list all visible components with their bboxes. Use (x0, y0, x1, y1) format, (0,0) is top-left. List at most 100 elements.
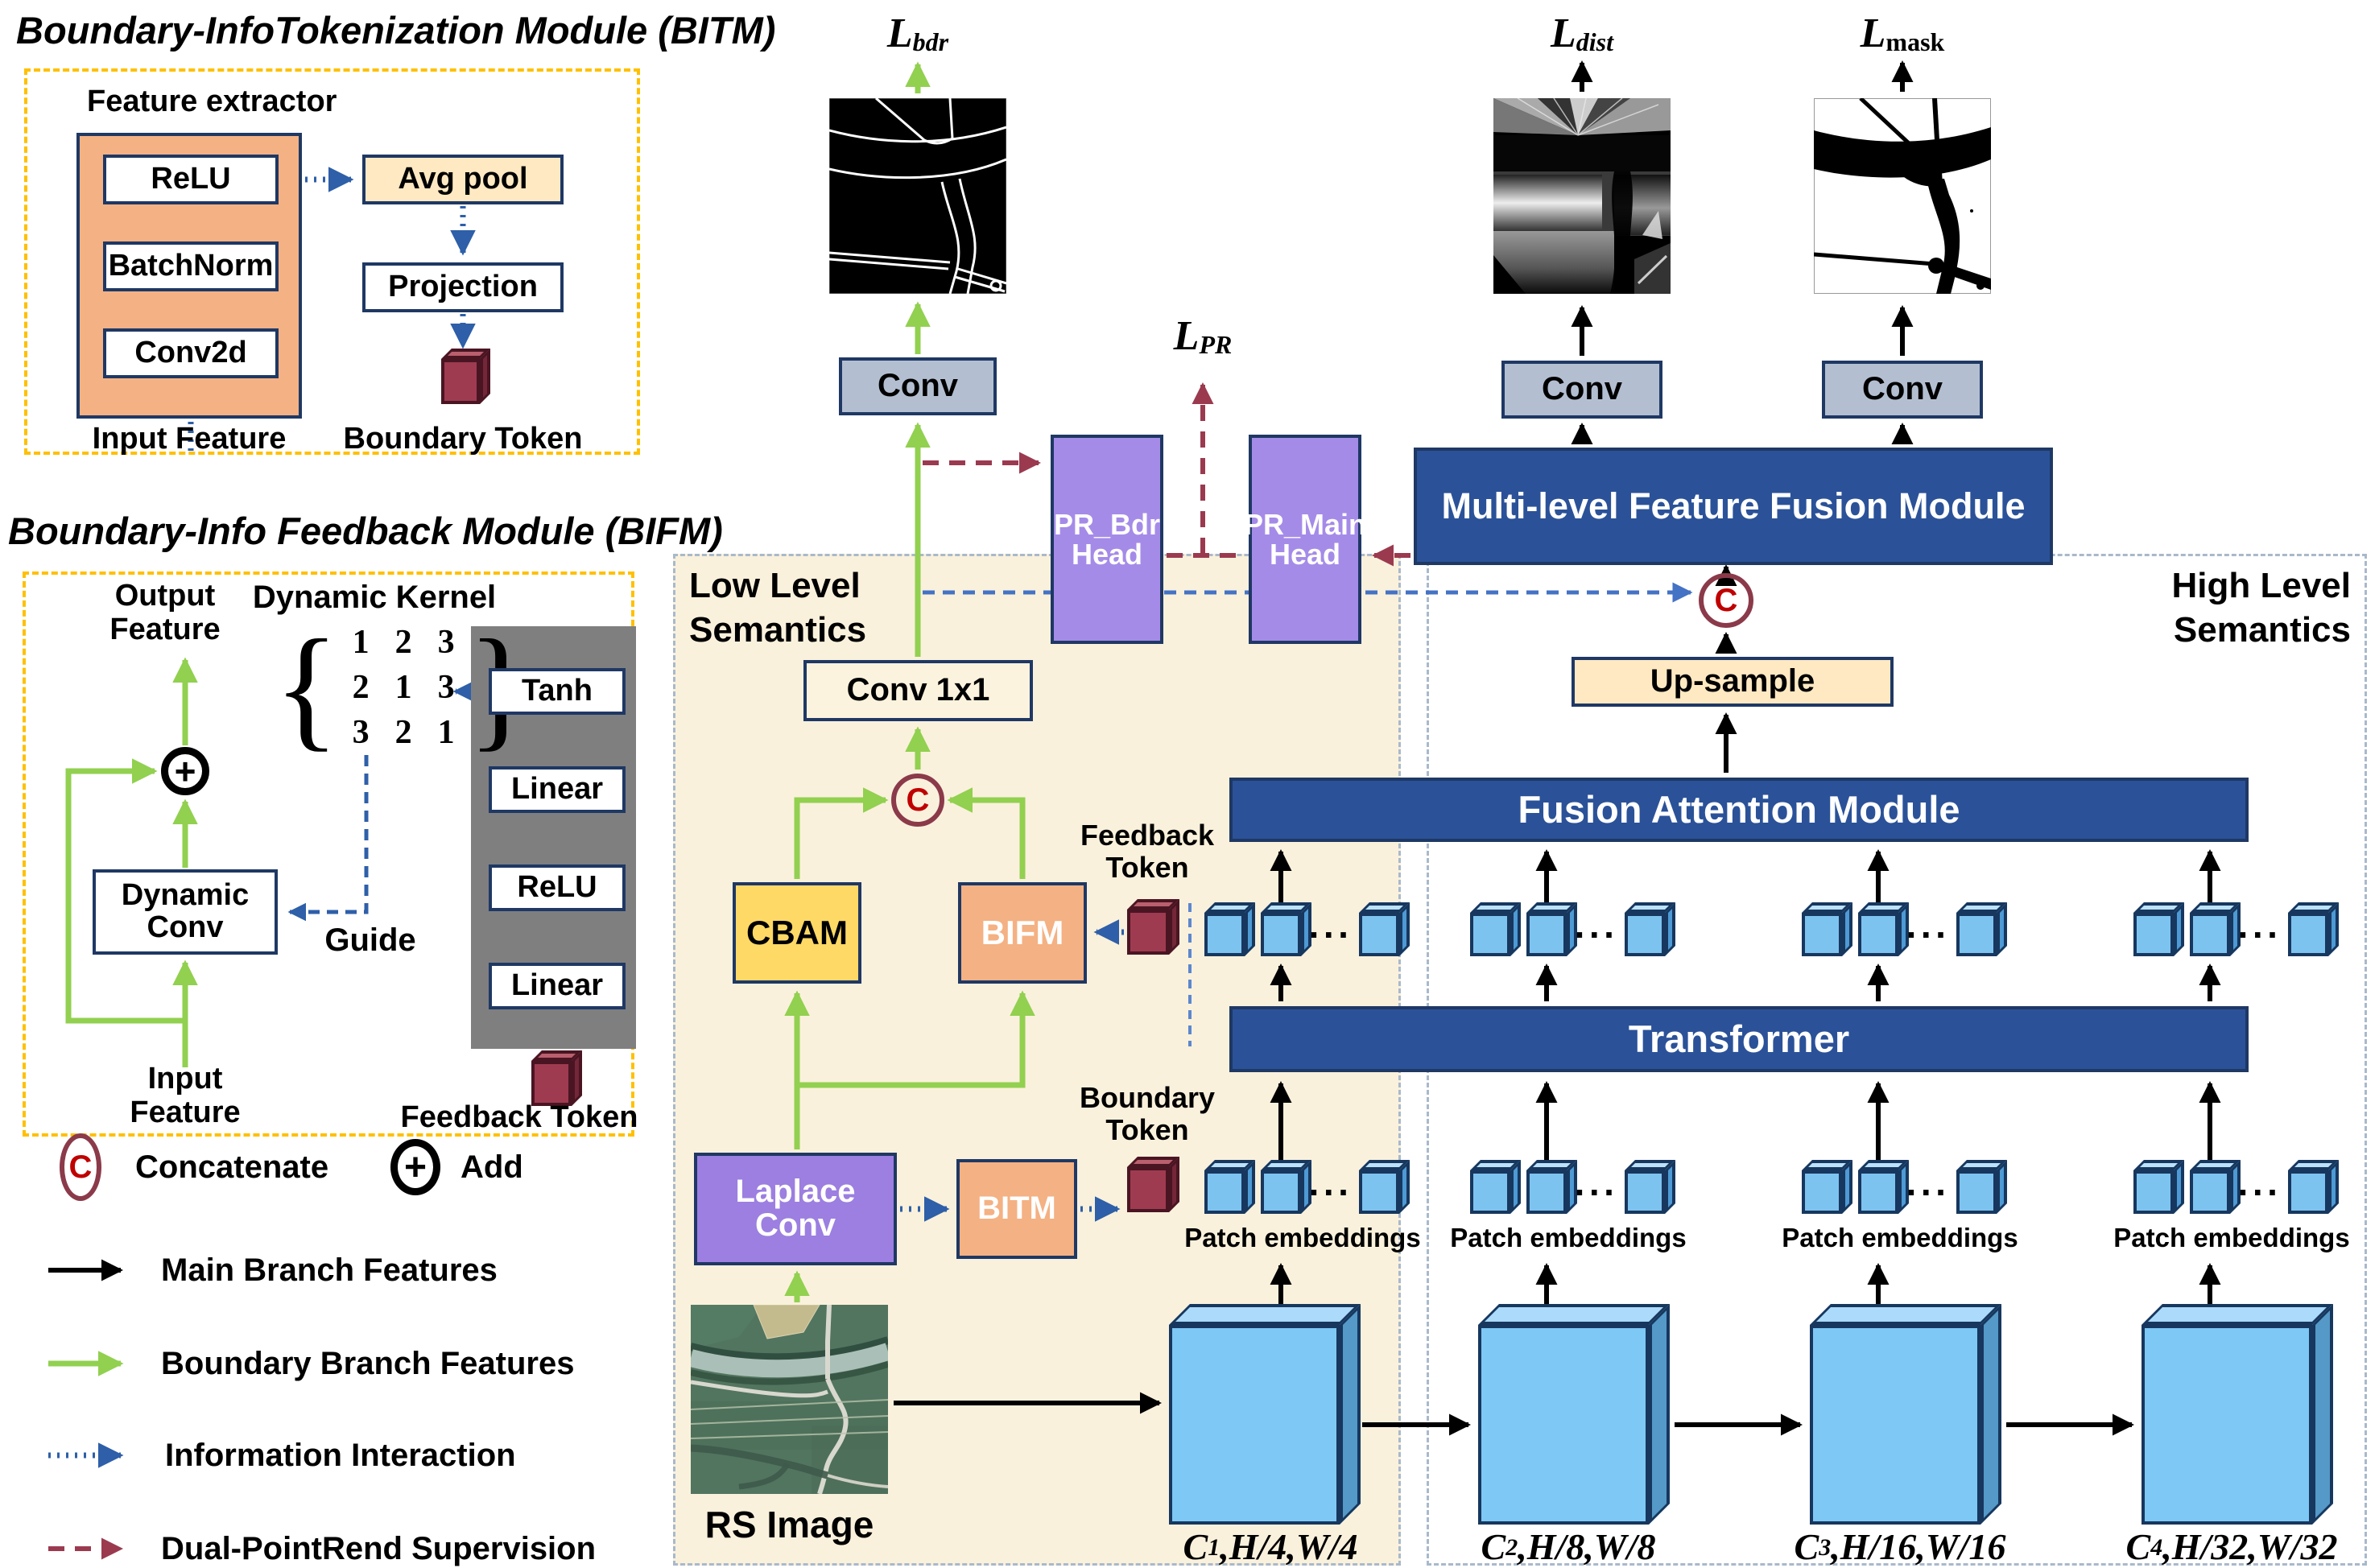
token-cube (1858, 913, 1898, 956)
loss-dist-base: L (1551, 10, 1576, 56)
token-cube (1526, 913, 1567, 956)
low-level-line2: Semantics (689, 610, 867, 650)
rs-image (691, 1305, 888, 1494)
patch-embeddings-label-2: Patch embeddings (1450, 1222, 1687, 1252)
loss-mask-base: L (1860, 10, 1886, 56)
pr-main-line2: Head (1269, 538, 1341, 571)
patch-token-cube (2288, 1170, 2328, 1214)
pr-bdr-head-box: PR_Bdr Head (1051, 435, 1163, 644)
concat-circle-high: C (1699, 573, 1753, 628)
bitm-main-label: BITM (977, 1190, 1056, 1227)
token-cube (2133, 913, 2174, 956)
legend-boundary-label: Boundary Branch Features (161, 1346, 575, 1381)
patch-token-cube (1526, 1170, 1567, 1214)
projection-box: Projection (362, 262, 564, 312)
loss-bdr-base: L (886, 10, 913, 56)
conv2d-box: Conv2d (103, 328, 279, 378)
patch-token-cube (1261, 1170, 1301, 1214)
matrix-brace-left: { (274, 611, 340, 763)
loss-dist-sub: dist (1576, 27, 1613, 56)
boundary-token-label-bitm: Boundary Token (343, 422, 583, 456)
bifm-main-label: BIFM (981, 914, 1064, 952)
distance-map-image (1493, 98, 1671, 294)
patch-embeddings-label-4: Patch embeddings (2113, 1222, 2350, 1252)
conv-mask-box: Conv (1822, 361, 1983, 419)
legend-main-label: Main Branch Features (161, 1252, 498, 1288)
token-cube (1625, 913, 1665, 956)
projection-label: Projection (388, 270, 538, 304)
output-feature-label: Output Feature (97, 579, 233, 647)
boundary-line2: Token (1105, 1112, 1189, 1146)
laplace-line1: Laplace (735, 1174, 856, 1210)
tanh-box: Tanh (489, 668, 626, 715)
pr-bdr-line1: PR_Bdr (1053, 507, 1161, 541)
bifm-module-title: Boundary-Info Feedback Module (BIFM) (8, 510, 723, 552)
patch-token-cube (1470, 1170, 1510, 1214)
feedback-line1: Feedback (1080, 819, 1215, 852)
segmentation-mask-image (1814, 98, 1991, 294)
input-feature-line1: Input (147, 1062, 223, 1096)
legend-dual-label: Dual-PointRend Supervision (161, 1531, 597, 1566)
bitm-module-box (24, 68, 640, 455)
guide-dashed-arrow (287, 755, 369, 922)
boundary-token-cube-bitm (441, 359, 480, 404)
relu-bifm-label: ReLU (517, 870, 597, 905)
avg-pool-box: Avg pool (362, 155, 564, 204)
bifm-box-main: BIFM (958, 882, 1087, 984)
upsample-box: Up-sample (1572, 657, 1894, 707)
token-cube (1261, 913, 1301, 956)
output-feature-line1: Output (114, 579, 216, 613)
feedback-token-cube-bifm (531, 1061, 572, 1106)
output-feature-line2: Feature (109, 612, 221, 646)
boundary-line1: Boundary (1079, 1081, 1215, 1114)
linear-top-label: Linear (510, 772, 604, 807)
cbam-box: CBAM (733, 882, 861, 984)
concatenate-symbol: C (60, 1133, 101, 1201)
fam-label: Fusion Attention Module (1518, 787, 1960, 831)
dynamic-kernel-label: Dynamic Kernel (252, 580, 497, 615)
batchnorm-label: BatchNorm (108, 249, 274, 283)
laplace-line2: Conv (755, 1207, 836, 1243)
pr-main-line1: PR_Main (1243, 507, 1367, 541)
pr-bdr-line2: Head (1071, 538, 1143, 571)
conv1x1-label: Conv 1x1 (846, 672, 990, 708)
token-dots: ··· (2237, 1171, 2282, 1213)
conv-mask-label: Conv (1862, 371, 1943, 407)
token-cube (1359, 913, 1399, 956)
bitm-module-title: Boundary-InfoTokenization Module (BITM) (16, 9, 776, 52)
transformer-bar: Transformer (1229, 1006, 2249, 1072)
patch-embeddings-label-1: Patch embeddings (1184, 1222, 1421, 1252)
bitm-box-main: BITM (956, 1159, 1077, 1259)
tanh-label: Tanh (522, 674, 593, 708)
token-dots: ··· (1308, 914, 1353, 955)
token-cube (2288, 913, 2328, 956)
transformer-label: Transformer (1628, 1017, 1850, 1060)
stage-cube-c4 (2142, 1325, 2312, 1525)
token-dots: ··· (2237, 914, 2282, 955)
dynamic-conv-line2: Conv (147, 910, 224, 944)
interaction-arrows (900, 919, 1124, 1222)
linear-top-box: Linear (489, 766, 626, 813)
bifm-green-arrows (65, 657, 198, 1067)
high-level-line1: High Level (2171, 566, 2352, 605)
mffm-label: Multi-level Feature Fusion Module (1441, 485, 2026, 526)
token-cube (2190, 913, 2230, 956)
feedback-line2: Token (1105, 850, 1189, 884)
stage-cube-c3 (1810, 1325, 1980, 1525)
patch-token-cube (1858, 1170, 1898, 1214)
concat-circle-low: C (891, 774, 944, 827)
upsample-label: Up-sample (1650, 663, 1815, 699)
add-label: Add (461, 1149, 523, 1185)
laplace-conv-box: Laplace Conv (694, 1153, 897, 1265)
token-dots: ··· (1906, 914, 1951, 955)
token-dots: ··· (1906, 1171, 1951, 1213)
add-symbol-legend: + (390, 1139, 440, 1195)
dynamic-conv-line1: Dynamic (121, 878, 250, 913)
boundary-branch-arrows (784, 301, 1035, 1302)
